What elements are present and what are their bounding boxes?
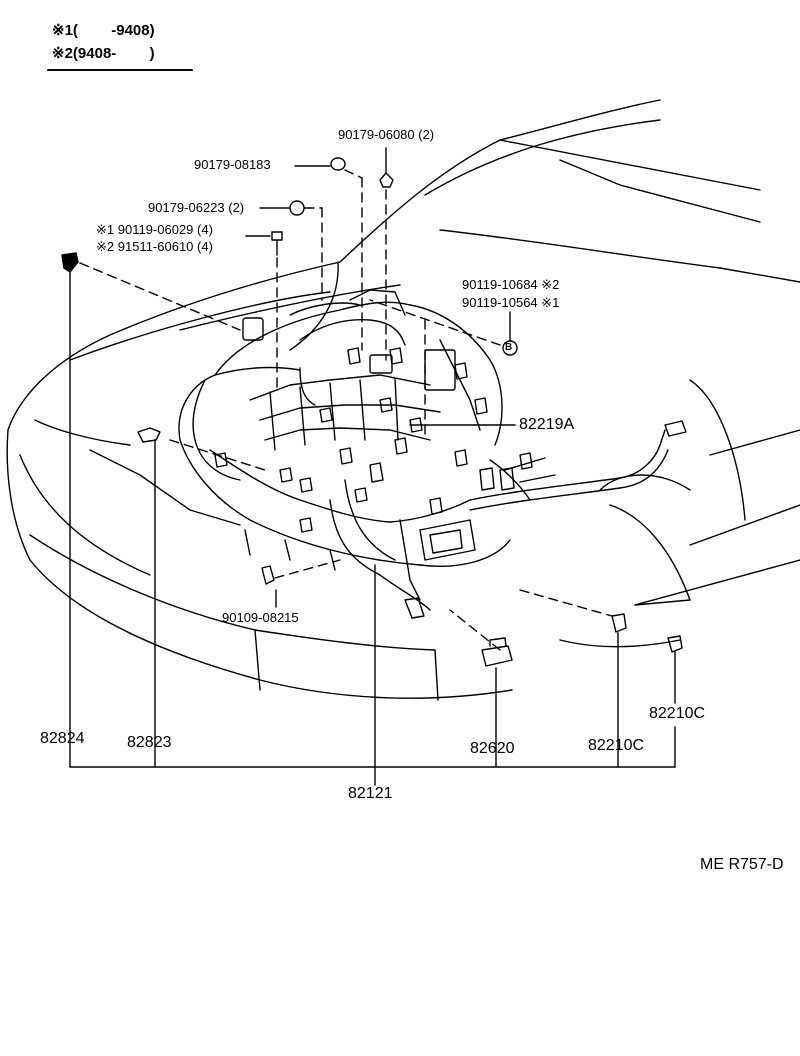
label-91511-60610: ※2 91511-60610 (4) bbox=[96, 239, 213, 254]
legend-range-1: ( -9408) bbox=[72, 22, 155, 39]
label-82210c-left: 82210C bbox=[588, 737, 645, 754]
legend-range-2: (9408- ) bbox=[72, 45, 155, 62]
leader-lines bbox=[69, 147, 676, 786]
legend-row-2: ※2(9408- ) bbox=[52, 46, 155, 61]
legend-row-1: ※1( -9408) bbox=[52, 23, 155, 38]
label-90119-10564: 90119-10564 ※1 bbox=[462, 295, 560, 310]
label-90119-10684: 90119-10684 ※2 bbox=[462, 277, 560, 292]
label-90109-08215: 90109-08215 bbox=[222, 610, 299, 625]
label-90179-06223: 90179-06223 (2) bbox=[148, 200, 245, 215]
marker-b-letter: B bbox=[505, 342, 513, 353]
engine-harness bbox=[178, 289, 687, 619]
car-body-outline bbox=[6, 99, 800, 701]
label-90119-06029: ※1 90119-06029 (4) bbox=[96, 222, 213, 237]
label-82210c-right: 82210C bbox=[649, 705, 706, 722]
diagram-code: ME R757-D bbox=[700, 856, 784, 873]
dashed-install-lines bbox=[79, 169, 613, 651]
label-82219a: 82219A bbox=[519, 416, 575, 433]
label-82823: 82823 bbox=[127, 734, 172, 751]
label-90179-06080: 90179-06080 (2) bbox=[338, 127, 435, 142]
label-82121: 82121 bbox=[348, 785, 393, 802]
label-82824: 82824 bbox=[40, 730, 85, 747]
legend-mark-2: ※2 bbox=[52, 45, 73, 62]
label-82620: 82620 bbox=[470, 740, 515, 757]
label-90179-08183: 90179-08183 bbox=[194, 157, 271, 172]
legend-mark-1: ※1 bbox=[52, 22, 73, 39]
